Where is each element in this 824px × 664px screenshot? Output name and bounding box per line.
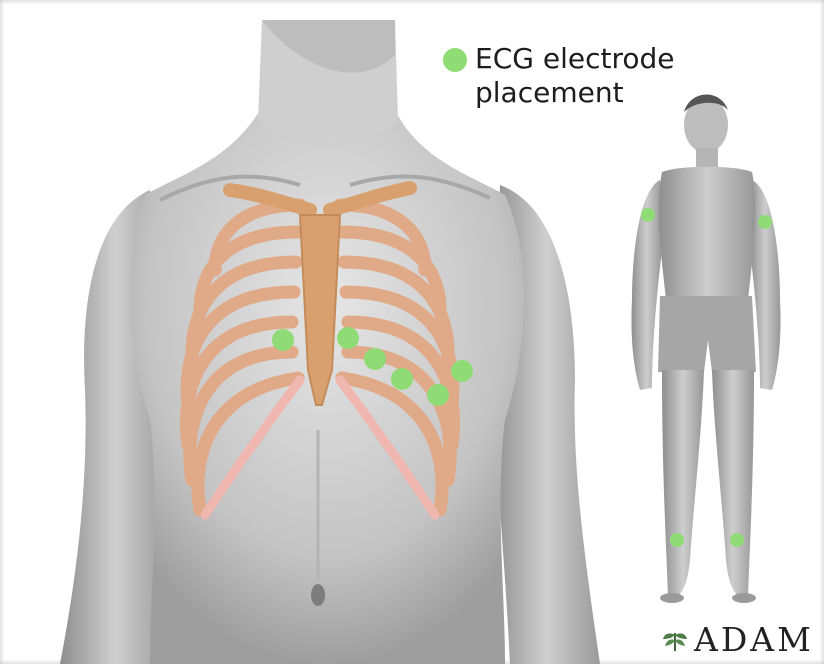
leaf-icon (662, 627, 688, 653)
electrode-left-arm (758, 215, 772, 229)
adam-logo: ADAM (662, 620, 814, 660)
legend: ECG electrode placement (443, 42, 705, 110)
left-foot (732, 593, 756, 603)
electrode-right-leg (670, 533, 684, 547)
legend-label: ECG electrode placement (475, 42, 705, 110)
navel (311, 584, 325, 606)
right-foot (660, 593, 684, 603)
logo-text: ADAM (694, 620, 814, 660)
shorts (658, 296, 756, 372)
small-torso (659, 167, 756, 300)
electrode-v5 (427, 384, 449, 406)
electrode-left-leg (730, 533, 744, 547)
electrode-v6 (451, 360, 473, 382)
electrode-v4 (391, 368, 413, 390)
electrode-v1 (272, 329, 294, 351)
electrode-v3 (364, 348, 386, 370)
electrode-right-arm (641, 208, 655, 222)
small-right-leg (662, 370, 704, 596)
full-body-figure (631, 94, 780, 603)
electrode-v2 (337, 327, 359, 349)
small-left-leg (712, 370, 754, 596)
neck-small (696, 148, 718, 170)
green-circle-icon (443, 48, 467, 72)
